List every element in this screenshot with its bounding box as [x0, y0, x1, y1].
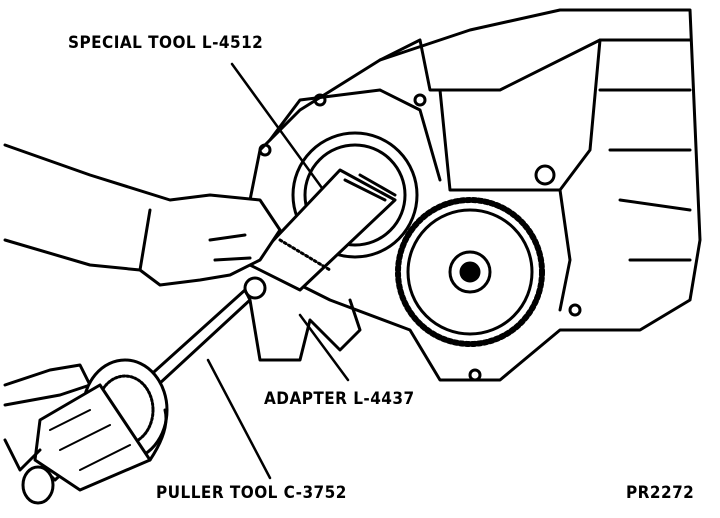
leader-adapter — [298, 313, 350, 382]
puller-weight-and-hand — [3, 358, 169, 505]
leader-lines — [206, 62, 350, 480]
special-tool-label: SPECIAL TOOL L-4512 — [68, 33, 264, 53]
leader-puller-tool — [206, 358, 272, 480]
chain-guide — [248, 298, 362, 362]
gear — [395, 197, 545, 347]
seal-bore — [291, 131, 419, 259]
adapter-label: ADAPTER L-4437 — [264, 389, 415, 409]
hand — [3, 143, 282, 287]
special-tool-body — [248, 168, 397, 292]
figure-id-label: PR2272 — [626, 483, 695, 503]
leader-special-tool — [230, 62, 324, 190]
puller-tool-label: PULLER TOOL C-3752 — [156, 483, 347, 503]
